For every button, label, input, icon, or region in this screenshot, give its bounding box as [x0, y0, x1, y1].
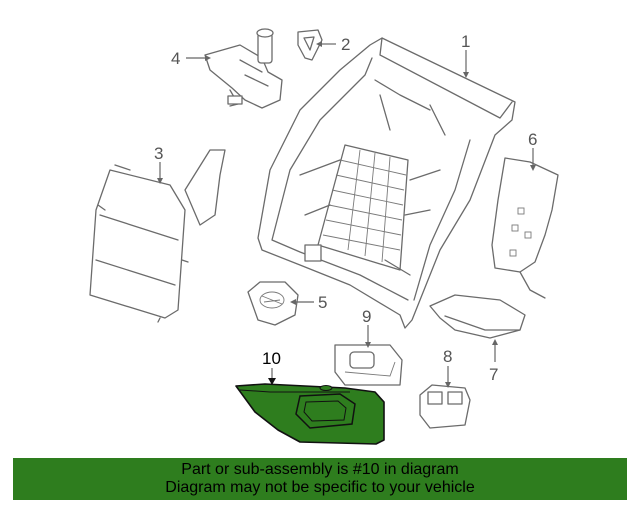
- callout-3: 3: [154, 144, 163, 163]
- callout-4: 4: [171, 49, 180, 68]
- callout-1: 1: [461, 32, 470, 51]
- part-5-drawing: [247, 281, 299, 326]
- banner-line-2: Diagram may not be specific to your vehi…: [165, 479, 475, 496]
- part-9-drawing: [334, 344, 403, 386]
- part-8-drawing: [419, 384, 471, 429]
- part-3-drawing: [89, 149, 226, 323]
- callout-5: 5: [318, 293, 327, 312]
- info-banner: Part or sub-assembly is #10 in diagram D…: [13, 458, 627, 500]
- callout-7: 7: [489, 365, 498, 384]
- part-1-frame-drawing: [257, 37, 516, 329]
- part-6-drawing: [491, 157, 559, 299]
- callout-2: 2: [341, 35, 350, 54]
- callout-8: 8: [443, 347, 452, 366]
- callout-6: 6: [528, 130, 537, 149]
- part-7-drawing: [429, 294, 526, 339]
- parts-diagram: 1 2 3 4 5 6 7 8 9 10: [89, 28, 559, 445]
- part-2-drawing: [297, 29, 323, 61]
- callout-10: 10: [262, 349, 281, 368]
- part-4-drawing: [204, 28, 283, 109]
- banner-line-1: Part or sub-assembly is #10 in diagram: [181, 461, 459, 478]
- part-10-highlighted-drawing: [235, 383, 385, 445]
- callout-9: 9: [362, 307, 371, 326]
